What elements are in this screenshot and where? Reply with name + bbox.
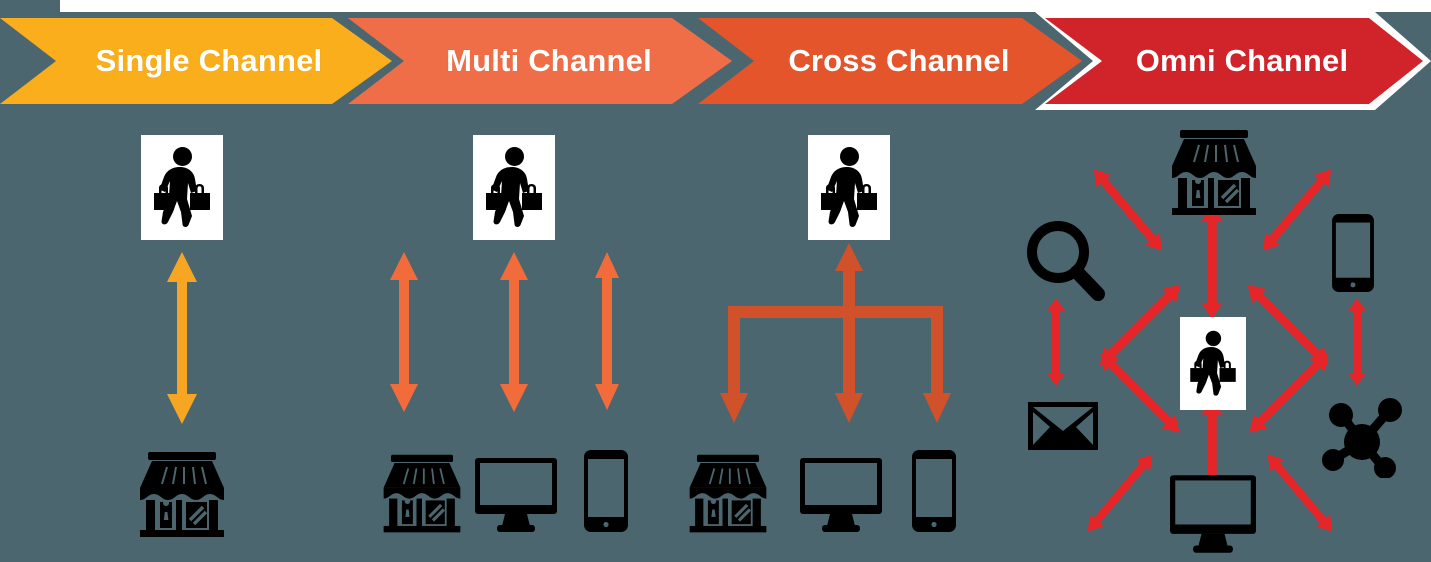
column-multi-channel [340,110,690,562]
top-white-strip [60,0,1431,12]
spoke-icon-email-omni [1028,402,1098,450]
channel-icon-desktop-cross [800,458,882,532]
storefront-icon [140,452,224,537]
connector-cross-branching-tree [710,243,980,423]
connector-single-double-arrow [165,252,199,424]
storefront-icon [1172,130,1256,215]
channel-icon-mobile-cross [912,450,956,532]
network-share-icon [1322,398,1402,478]
channel-icon-storefront-cross [686,452,770,536]
smartphone-icon [1332,214,1374,292]
top-left-filler [0,0,60,12]
stage-chevron-multi[interactable]: Multi Channel [340,12,740,110]
channel-icon-desktop-multi [475,458,557,532]
smartphone-icon [584,450,628,532]
storefront-icon [383,454,461,533]
column-omni-channel [1000,110,1431,562]
smartphone-icon [912,450,956,532]
desktop-monitor-icon [1170,475,1256,553]
shopper-icon [821,146,877,227]
storefront-icon [689,454,767,533]
magnifier-icon [1027,221,1105,301]
stage-chevron-cross[interactable]: Cross Channel [690,12,1090,110]
connector-multi-arrow-1 [388,252,420,412]
stage-banner: Single Channel Multi Channel Cross Chann… [0,12,1431,110]
channel-icon-storefront-single [136,450,228,540]
channel-icon-mobile-multi [584,450,628,532]
spoke-icon-storefront-omni [1168,128,1260,218]
spoke-icon-social-network-omni [1322,398,1404,478]
spoke-icon-desktop-omni [1170,475,1256,553]
customer-card-multi [473,135,555,240]
spoke-icon-search-omni [1022,218,1110,306]
channel-icon-storefront-multi [380,452,464,536]
shopper-icon [1190,330,1236,396]
connector-multi-arrow-3 [593,252,621,410]
shopper-icon [486,146,542,227]
envelope-icon [1028,402,1098,450]
desktop-monitor-icon [475,458,557,532]
stage-chevron-omni[interactable]: Omni Channel [1035,12,1431,110]
connector-multi-arrow-2 [498,252,530,412]
customer-card-omni-hub [1180,317,1246,410]
spoke-icon-mobile-omni [1331,214,1375,292]
customer-card-cross [808,135,890,240]
column-cross-channel [689,110,1000,562]
desktop-monitor-icon [800,458,882,532]
column-single-channel [0,110,340,562]
shopper-icon [154,146,210,227]
customer-card-single [141,135,223,240]
